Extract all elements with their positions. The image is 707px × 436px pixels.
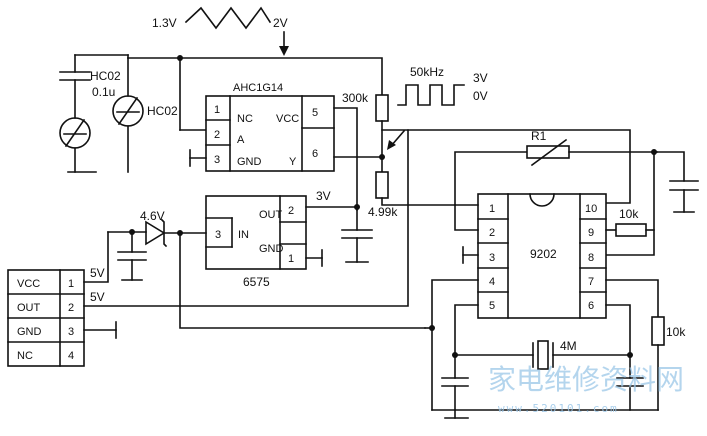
watermark-url: www.520101.com: [498, 402, 619, 415]
wire-pin8: [605, 151, 655, 256]
sensor-slash: [64, 118, 86, 148]
u1-name: AHC1G14: [233, 82, 283, 94]
connector-pin-name: NC: [17, 350, 33, 362]
pin-number: 3: [489, 252, 495, 264]
pin-label: OUT: [259, 209, 283, 221]
pin-number: 1: [288, 253, 294, 265]
pin-number: 6: [312, 148, 318, 160]
pin-number: 4: [489, 276, 495, 288]
pin-number: 5: [312, 107, 318, 119]
label-hc02-a: HC02: [90, 69, 121, 83]
ic-6575: [205, 195, 307, 270]
label-2v: 2V: [273, 16, 288, 30]
triangle-waveform: [184, 6, 272, 30]
connector-pin-number: 2: [68, 302, 74, 314]
pin-label: GND: [237, 156, 262, 168]
pin-number: 3: [215, 229, 221, 241]
pin-number: 2: [214, 129, 220, 141]
wire-pin2: [454, 204, 479, 231]
label-hc02-b: HC02: [147, 104, 178, 118]
pin-label: A: [237, 134, 245, 146]
pin-number: 8: [588, 252, 594, 264]
wire: [454, 151, 528, 206]
connector-pin-name: VCC: [17, 278, 40, 290]
label-0-1u: 0.1u: [92, 85, 115, 99]
ic-notch: [529, 193, 555, 207]
pin-number: 1: [214, 104, 220, 116]
wire-pin10: [381, 129, 631, 204]
arrow-down-icon: [279, 46, 289, 56]
pin-label: IN: [238, 229, 249, 241]
sensor-slash: [117, 96, 139, 126]
wire-out: [83, 129, 409, 307]
pin-number: 7: [588, 276, 594, 288]
wire-vcc: [83, 231, 109, 283]
label-r1: R1: [531, 129, 547, 143]
zener-diode-icon: [145, 220, 166, 246]
crystal-4m: [537, 340, 549, 370]
label-3v-out: 3V: [316, 189, 331, 203]
label-1-3v: 1.3V: [152, 16, 177, 30]
label-3v: 3V: [473, 71, 488, 85]
label-10k-b: 10k: [666, 325, 686, 339]
ic-9202: [477, 193, 607, 319]
label-4-6v: 4.6V: [140, 209, 165, 223]
label-4m: 4M: [560, 339, 577, 353]
wire-pin4: [431, 279, 479, 411]
vcc-wire: [333, 107, 358, 211]
pin-number: 9: [588, 227, 594, 239]
connector-pin-number: 3: [68, 326, 74, 338]
pin-number: 6: [588, 300, 594, 312]
top-rail-wire: [127, 57, 383, 96]
ic-ahc1g14: [205, 95, 335, 172]
square-waveform: [397, 84, 465, 106]
connector-pin-number: 4: [68, 350, 74, 362]
label-10k-a: 10k: [619, 207, 639, 221]
wire: [381, 197, 456, 206]
junction-dot: [379, 154, 385, 160]
pointer-arrow-icon: [387, 140, 396, 150]
connector-pin-number: 1: [68, 278, 74, 290]
thermistor-slash: [530, 138, 568, 167]
wire-pin6: [605, 304, 631, 356]
resistor-4-99k: [375, 171, 389, 199]
wire-pin7: [605, 279, 659, 318]
pin-number: 2: [489, 227, 495, 239]
pin-label: Y: [289, 156, 297, 168]
connector-pin-name: GND: [17, 326, 42, 338]
label-0v: 0V: [473, 89, 488, 103]
wire: [653, 151, 685, 182]
resistor-300k: [375, 94, 389, 122]
pin-number: 3: [214, 154, 220, 166]
resistor-10k: [615, 223, 647, 237]
label-50khz: 50kHz: [410, 65, 444, 79]
pin-label: VCC: [276, 113, 299, 125]
connector-pin-name: OUT: [17, 302, 41, 314]
pin-label: GND: [259, 243, 284, 255]
pin-number: 2: [288, 205, 294, 217]
label-5v-a: 5V: [90, 266, 105, 280]
pin-number: 1: [489, 203, 495, 215]
label-5v-b: 5V: [90, 290, 105, 304]
wire-to-pin4: [179, 232, 426, 329]
watermark-text: 家电维修资料网: [488, 363, 684, 396]
pin-number: 5: [489, 300, 495, 312]
pin-label: NC: [237, 113, 253, 125]
ic-name-9202: 9202: [530, 247, 557, 261]
ic-name-6575: 6575: [243, 275, 270, 289]
thermistor-r1: [526, 145, 570, 159]
wire-pin5: [454, 304, 479, 356]
label-4-99k: 4.99k: [368, 205, 398, 219]
pin-number: 10: [585, 203, 597, 215]
label-300k: 300k: [342, 91, 369, 105]
resistor-10k-b: [651, 316, 665, 346]
